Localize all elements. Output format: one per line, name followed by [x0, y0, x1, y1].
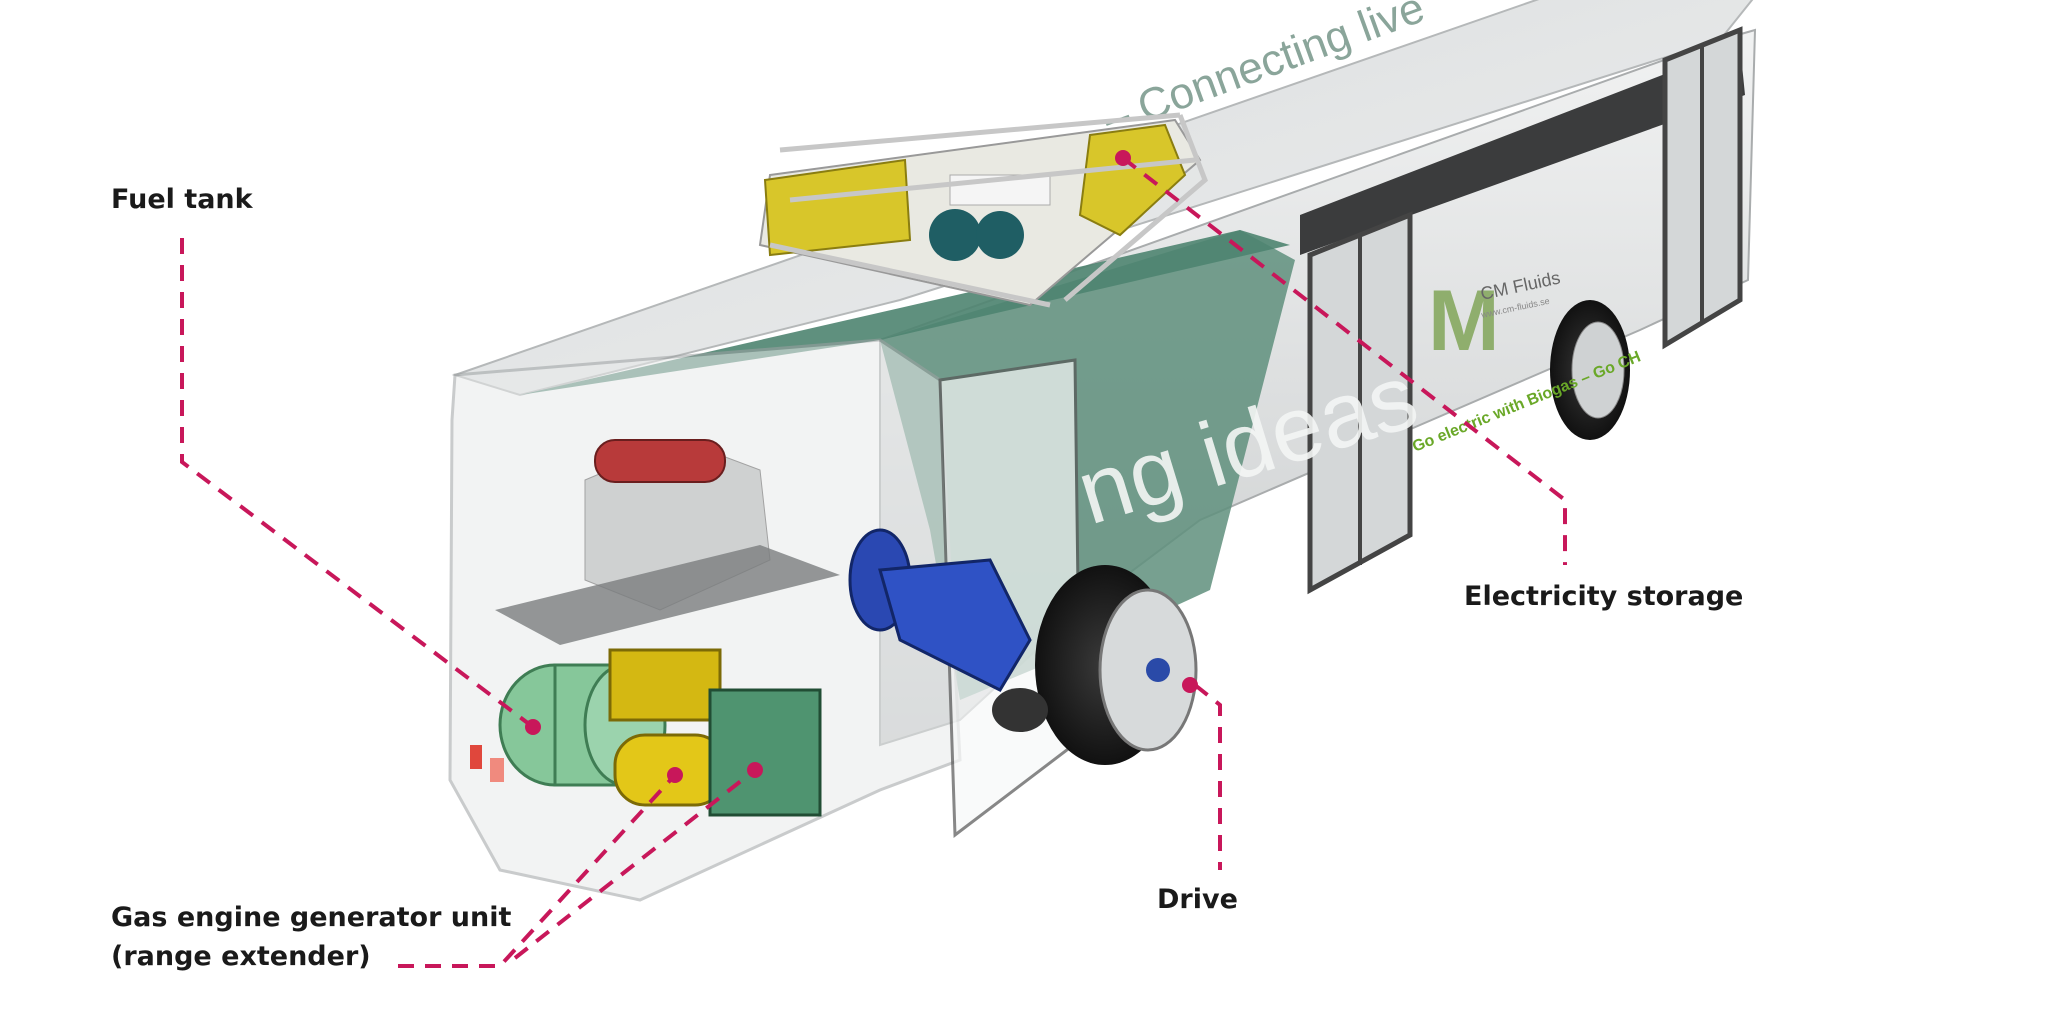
- interior-components: [470, 439, 1048, 817]
- leader-line-electricity: [1121, 156, 1567, 565]
- marker-fuel-tank: [525, 719, 541, 735]
- gas-cylinders: [594, 439, 726, 483]
- roof-battery-pack: [758, 112, 1208, 308]
- label-electricity-storage: Electricity storage: [1464, 581, 1744, 612]
- label-drive: Drive: [1157, 884, 1238, 915]
- marker-drive: [1182, 677, 1198, 693]
- drive-axle: [848, 528, 1048, 732]
- leader-line-drive: [1193, 683, 1222, 870]
- label-gas-engine-line2: (range extender): [111, 941, 371, 972]
- brand-logo-letter: M: [1428, 273, 1500, 369]
- callout-markers: [525, 150, 1198, 783]
- label-gas-engine-generator: Gas engine generator unit (range extende…: [111, 898, 511, 976]
- marker-generator: [667, 767, 683, 783]
- marker-electricity-storage: [1115, 150, 1131, 166]
- front-wheel: [1035, 565, 1198, 765]
- window-band: [1300, 45, 1745, 255]
- gas-engine-part: [708, 688, 822, 817]
- leader-line-fuel-tank: [180, 238, 535, 729]
- marker-engine: [747, 762, 763, 778]
- leader-line-gas-engine-1: [398, 773, 677, 968]
- leader-lines: [180, 156, 1567, 968]
- label-gas-engine-line1: Gas engine generator unit: [111, 902, 512, 933]
- label-fuel-tank: Fuel tank: [111, 184, 253, 215]
- leader-line-gas-engine-2: [513, 768, 757, 960]
- generator-part: [608, 648, 727, 807]
- rear-wheel: [1550, 300, 1630, 440]
